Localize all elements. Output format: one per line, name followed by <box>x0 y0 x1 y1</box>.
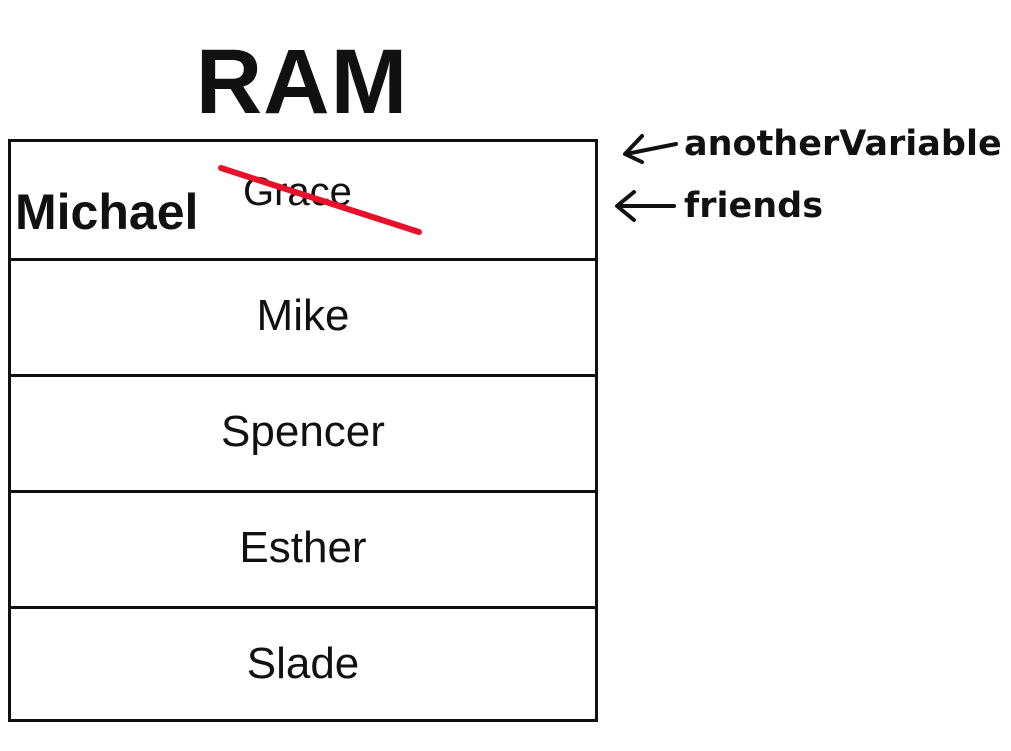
pointer-another-variable: anotherVariable <box>620 124 1002 164</box>
cell-value: Slade <box>246 639 360 688</box>
memory-cell-2: Spencer <box>11 374 595 490</box>
pointer-label: friends <box>684 186 824 226</box>
left-arrow-icon <box>623 134 678 164</box>
strikethrough-line <box>218 165 422 235</box>
cell-value: Spencer <box>221 407 385 456</box>
pointer-label: anotherVariable <box>684 124 1002 164</box>
diagram-title: RAM <box>195 31 409 133</box>
cell-value: Mike <box>256 291 350 340</box>
memory-cell-0: Grace Michael <box>11 142 595 258</box>
left-arrow-icon <box>615 190 676 222</box>
memory-block: Grace Michael Mike Spencer Esther Slade <box>8 139 598 722</box>
memory-cell-4: Slade <box>11 606 595 719</box>
cell-value: Esther <box>239 523 367 572</box>
new-value: Michael <box>15 184 199 240</box>
memory-cell-1: Mike <box>11 258 595 374</box>
pointer-friends: friends <box>612 186 823 226</box>
memory-cell-3: Esther <box>11 490 595 606</box>
